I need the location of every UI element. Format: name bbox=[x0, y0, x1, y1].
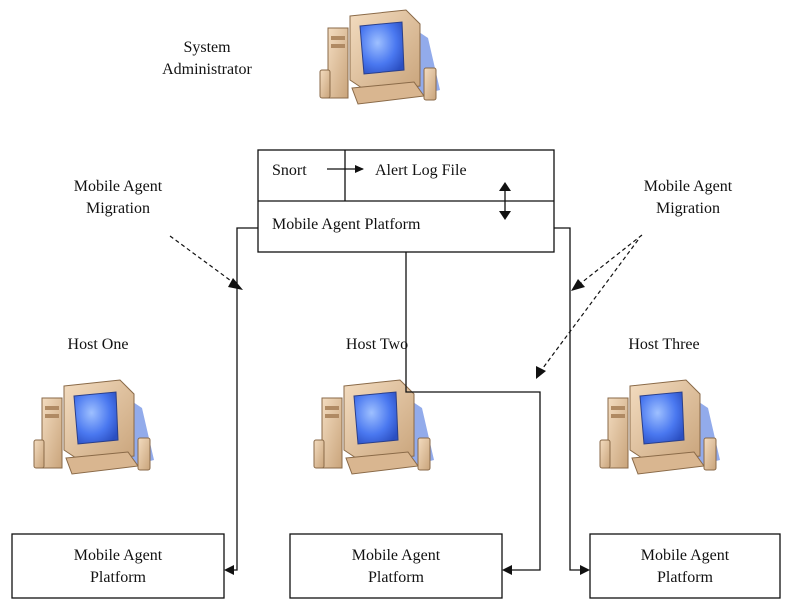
host-three-label: Host Three bbox=[628, 336, 699, 353]
host-one-label: Host One bbox=[68, 336, 129, 353]
bidirectional-arrow bbox=[499, 182, 511, 220]
migration-dashed-arrows bbox=[169, 234, 643, 373]
admin-computer-icon bbox=[319, 9, 441, 105]
platform-two-line1: Mobile Agent bbox=[352, 547, 441, 564]
host-two-computer-icon bbox=[313, 379, 435, 475]
platform-three-line1: Mobile Agent bbox=[641, 547, 730, 564]
migration-right-line2: Migration bbox=[656, 200, 720, 217]
connection-lines bbox=[234, 227, 580, 571]
platform-one-line2: Platform bbox=[90, 569, 147, 586]
migration-right-line1: Mobile Agent bbox=[644, 178, 733, 195]
migration-left-arrowhead bbox=[228, 278, 243, 290]
migration-left-line2: Migration bbox=[86, 200, 150, 217]
platform-box-host-two: Mobile Agent Platform bbox=[289, 533, 503, 599]
arrow-to-host-three bbox=[580, 565, 590, 575]
admin-label-line2: Administrator bbox=[162, 61, 252, 78]
migration-host-two-arrowhead bbox=[536, 366, 546, 379]
host-two-label: Host Two bbox=[346, 336, 408, 353]
server-platform-label: Mobile Agent Platform bbox=[272, 216, 421, 233]
platform-one-line1: Mobile Agent bbox=[74, 547, 163, 564]
platform-box-host-three: Mobile Agent Platform bbox=[589, 533, 781, 599]
platform-three-line2: Platform bbox=[657, 569, 714, 586]
arrow-to-host-one bbox=[224, 565, 234, 575]
host-three-computer-icon bbox=[599, 379, 721, 475]
admin-label-line1: System bbox=[183, 39, 231, 56]
arrow-to-host-two bbox=[502, 565, 512, 575]
platform-box-host-one: Mobile Agent Platform bbox=[11, 533, 225, 599]
migration-right-arrowhead bbox=[571, 279, 585, 291]
snort-label: Snort bbox=[272, 162, 307, 179]
platform-two-line2: Platform bbox=[368, 569, 425, 586]
alert-log-label: Alert Log File bbox=[375, 162, 467, 179]
migration-left-line1: Mobile Agent bbox=[74, 178, 163, 195]
host-one-computer-icon bbox=[33, 379, 155, 475]
